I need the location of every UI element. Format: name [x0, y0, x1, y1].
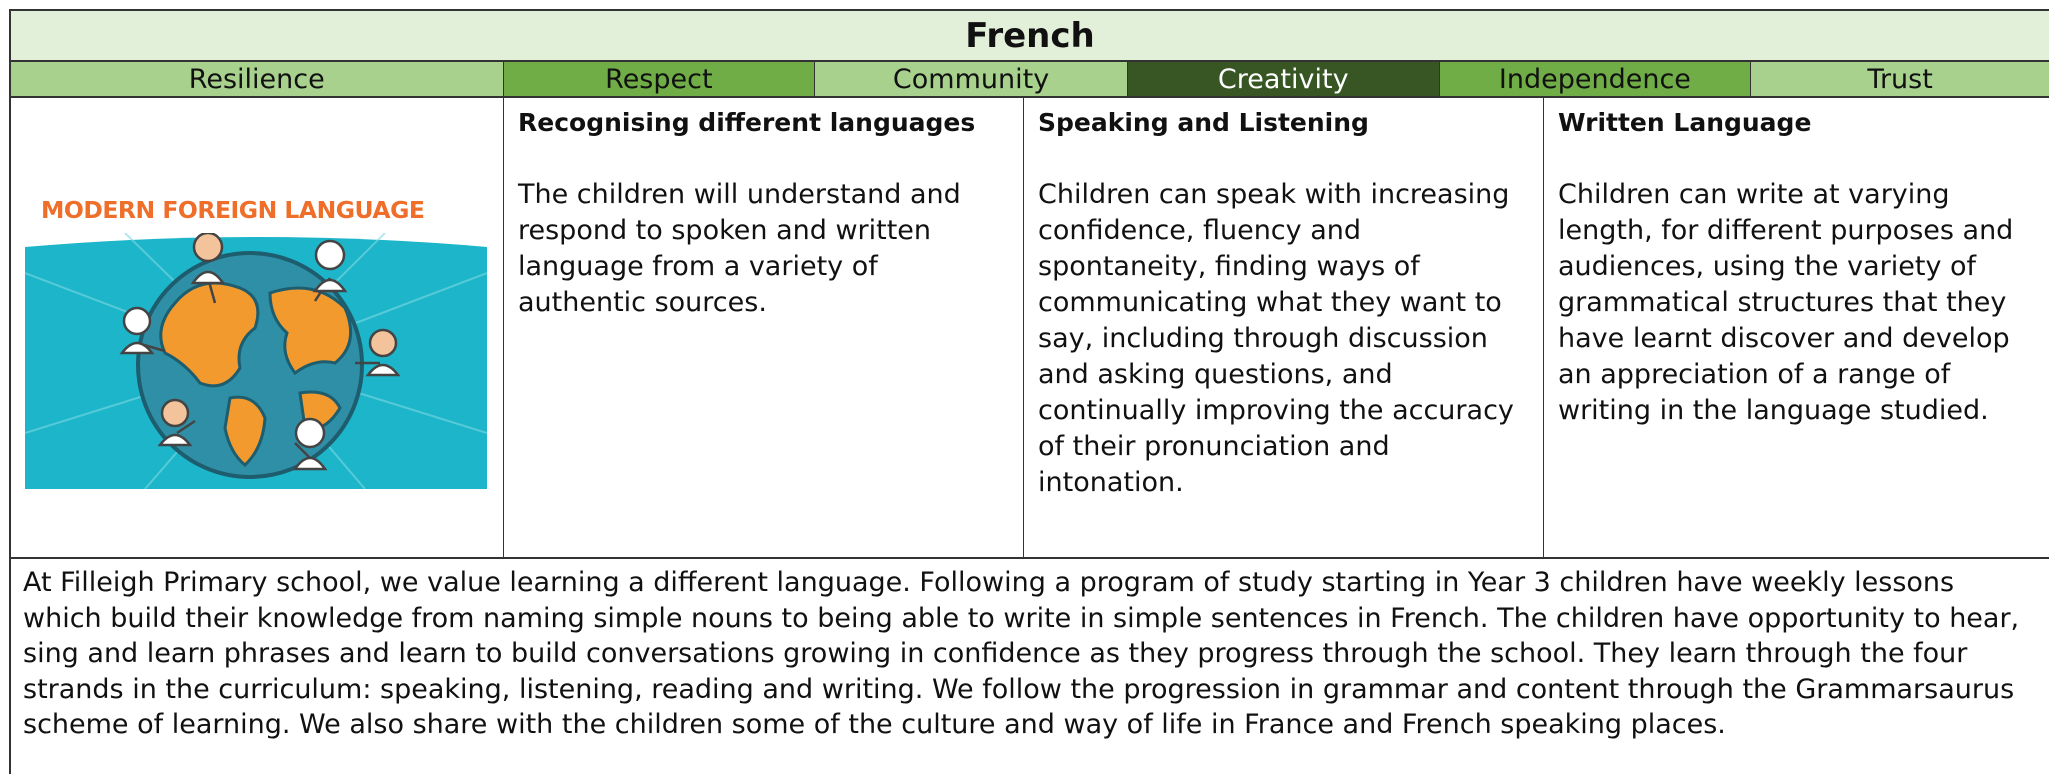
content-row: MODERN FOREIGN LANGUAGE — [9, 98, 2049, 559]
value-label: Independence — [1498, 63, 1691, 95]
value-cell-respect: Respect — [503, 62, 816, 98]
column-heading: Written Language — [1558, 108, 1812, 137]
globe-people-illustration — [25, 233, 487, 489]
value-cell-trust: Trust — [1751, 62, 2049, 98]
value-label: Creativity — [1217, 63, 1349, 95]
column-recognising: Recognising different languages The chil… — [504, 98, 1024, 559]
summary-paragraph: At Filleigh Primary school, we value lea… — [9, 559, 2049, 774]
value-label: Trust — [1867, 63, 1933, 95]
page-title-bar: French — [9, 9, 2049, 62]
column-heading: Recognising different languages — [518, 108, 976, 137]
mfl-logo-cell: MODERN FOREIGN LANGUAGE — [11, 98, 504, 559]
column-written-language: Written Language Children can write at v… — [1544, 98, 2049, 559]
column-body: Children can write at varying length, fo… — [1558, 179, 2014, 426]
value-cell-independence: Independence — [1439, 62, 1752, 98]
column-body: The children will understand and respond… — [518, 179, 961, 318]
mfl-logo-text: MODERN FOREIGN LANGUAGE — [41, 196, 425, 224]
column-speaking-listening: Speaking and Listening Children can spea… — [1024, 98, 1544, 559]
page-title: French — [965, 15, 1095, 56]
value-cell-community: Community — [815, 62, 1128, 98]
school-values-row: Resilience Respect Community Creativity … — [9, 62, 2049, 98]
column-body: Children can speak with increasing confi… — [1038, 179, 1514, 498]
column-heading: Speaking and Listening — [1038, 108, 1369, 137]
person-icons — [119, 233, 401, 471]
value-label: Community — [892, 63, 1050, 95]
value-cell-resilience: Resilience — [11, 62, 504, 98]
value-cell-creativity: Creativity — [1127, 62, 1440, 98]
curriculum-table: French Resilience Respect Community Crea… — [9, 9, 2049, 774]
value-label: Respect — [605, 63, 713, 95]
value-label: Resilience — [188, 63, 325, 95]
